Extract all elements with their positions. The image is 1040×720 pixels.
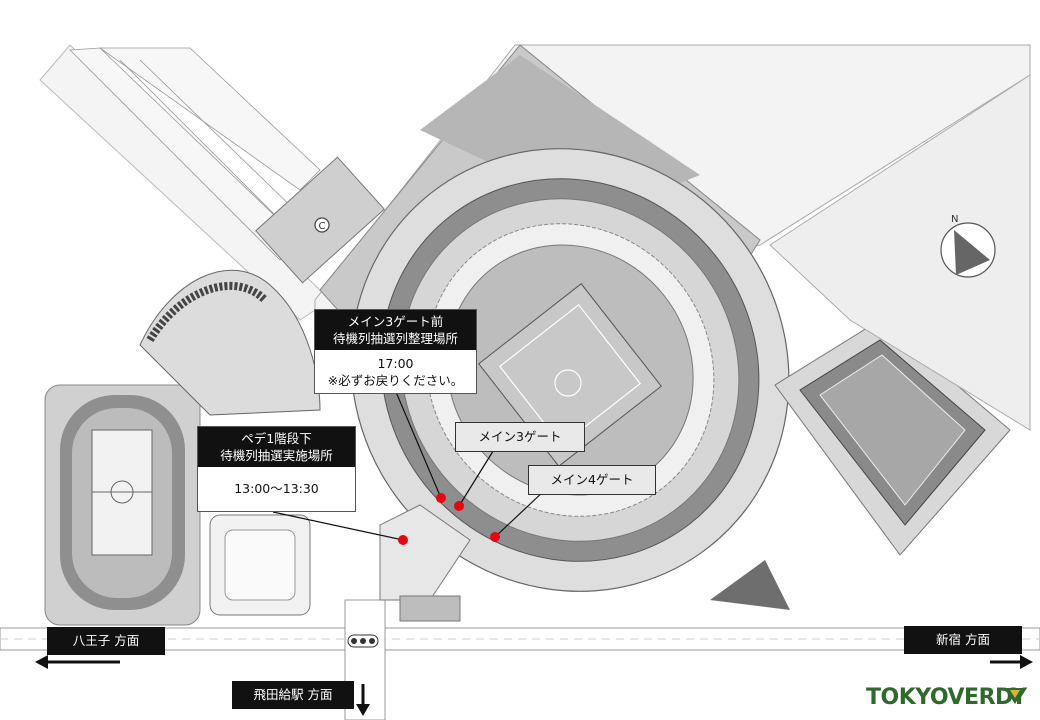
waiting-area-note: ※必ずお戻りください。 — [327, 373, 464, 388]
main3-gate-marker — [454, 501, 464, 511]
athletics-stadium — [44, 384, 201, 626]
main-stadium — [350, 148, 790, 592]
waiting-area-callout: メイン3ゲート前 待機列抽選列整理場所 17:00 ※必ずお戻りください。 — [314, 309, 477, 394]
arena-lower — [209, 514, 311, 616]
lottery-area-callout: ペデ1階段下 待機列抽選実施場所 13:00～13:30 — [197, 426, 356, 512]
waiting-area-time: 17:00 — [377, 356, 414, 371]
north-label: N — [951, 214, 959, 225]
main4-gate-marker — [490, 532, 500, 542]
lottery-area-time: 13:00～13:30 — [234, 481, 319, 496]
main4-gate-label: メイン4ゲート — [528, 465, 656, 495]
tobitakyu-direction-label: 飛田給駅 方面 — [232, 681, 354, 709]
parking-lot — [69, 47, 321, 261]
arrow-left-icon — [35, 655, 48, 669]
main3-gate-label: メイン3ゲート — [455, 422, 585, 452]
brand-logo: TOKYOVERDY — [866, 685, 1027, 710]
brand-crest-icon — [1005, 688, 1025, 704]
waiting-area-subtitle: 待機列抽選列整理場所 — [332, 331, 458, 346]
lottery-area-subtitle: 待機列抽選実施場所 — [220, 448, 333, 463]
compass-icon — [940, 222, 996, 278]
lottery-area-header: ペデ1階段下 待機列抽選実施場所 — [198, 427, 355, 467]
sub-ground — [774, 319, 1011, 556]
field-marker-label: C — [319, 221, 326, 232]
lottery-area-marker — [398, 535, 408, 545]
arrow-down-icon — [356, 704, 370, 716]
waiting-area-header: メイン3ゲート前 待機列抽選列整理場所 — [315, 310, 476, 350]
shinjuku-direction-label: 新宿 方面 — [904, 626, 1022, 654]
lottery-area-title: ペデ1階段下 — [241, 431, 312, 446]
waiting-area-marker — [436, 493, 446, 503]
hachioji-direction-label: 八王子 方面 — [47, 627, 165, 655]
waiting-area-title: メイン3ゲート前 — [347, 314, 444, 329]
arrow-right-icon — [1020, 655, 1033, 669]
